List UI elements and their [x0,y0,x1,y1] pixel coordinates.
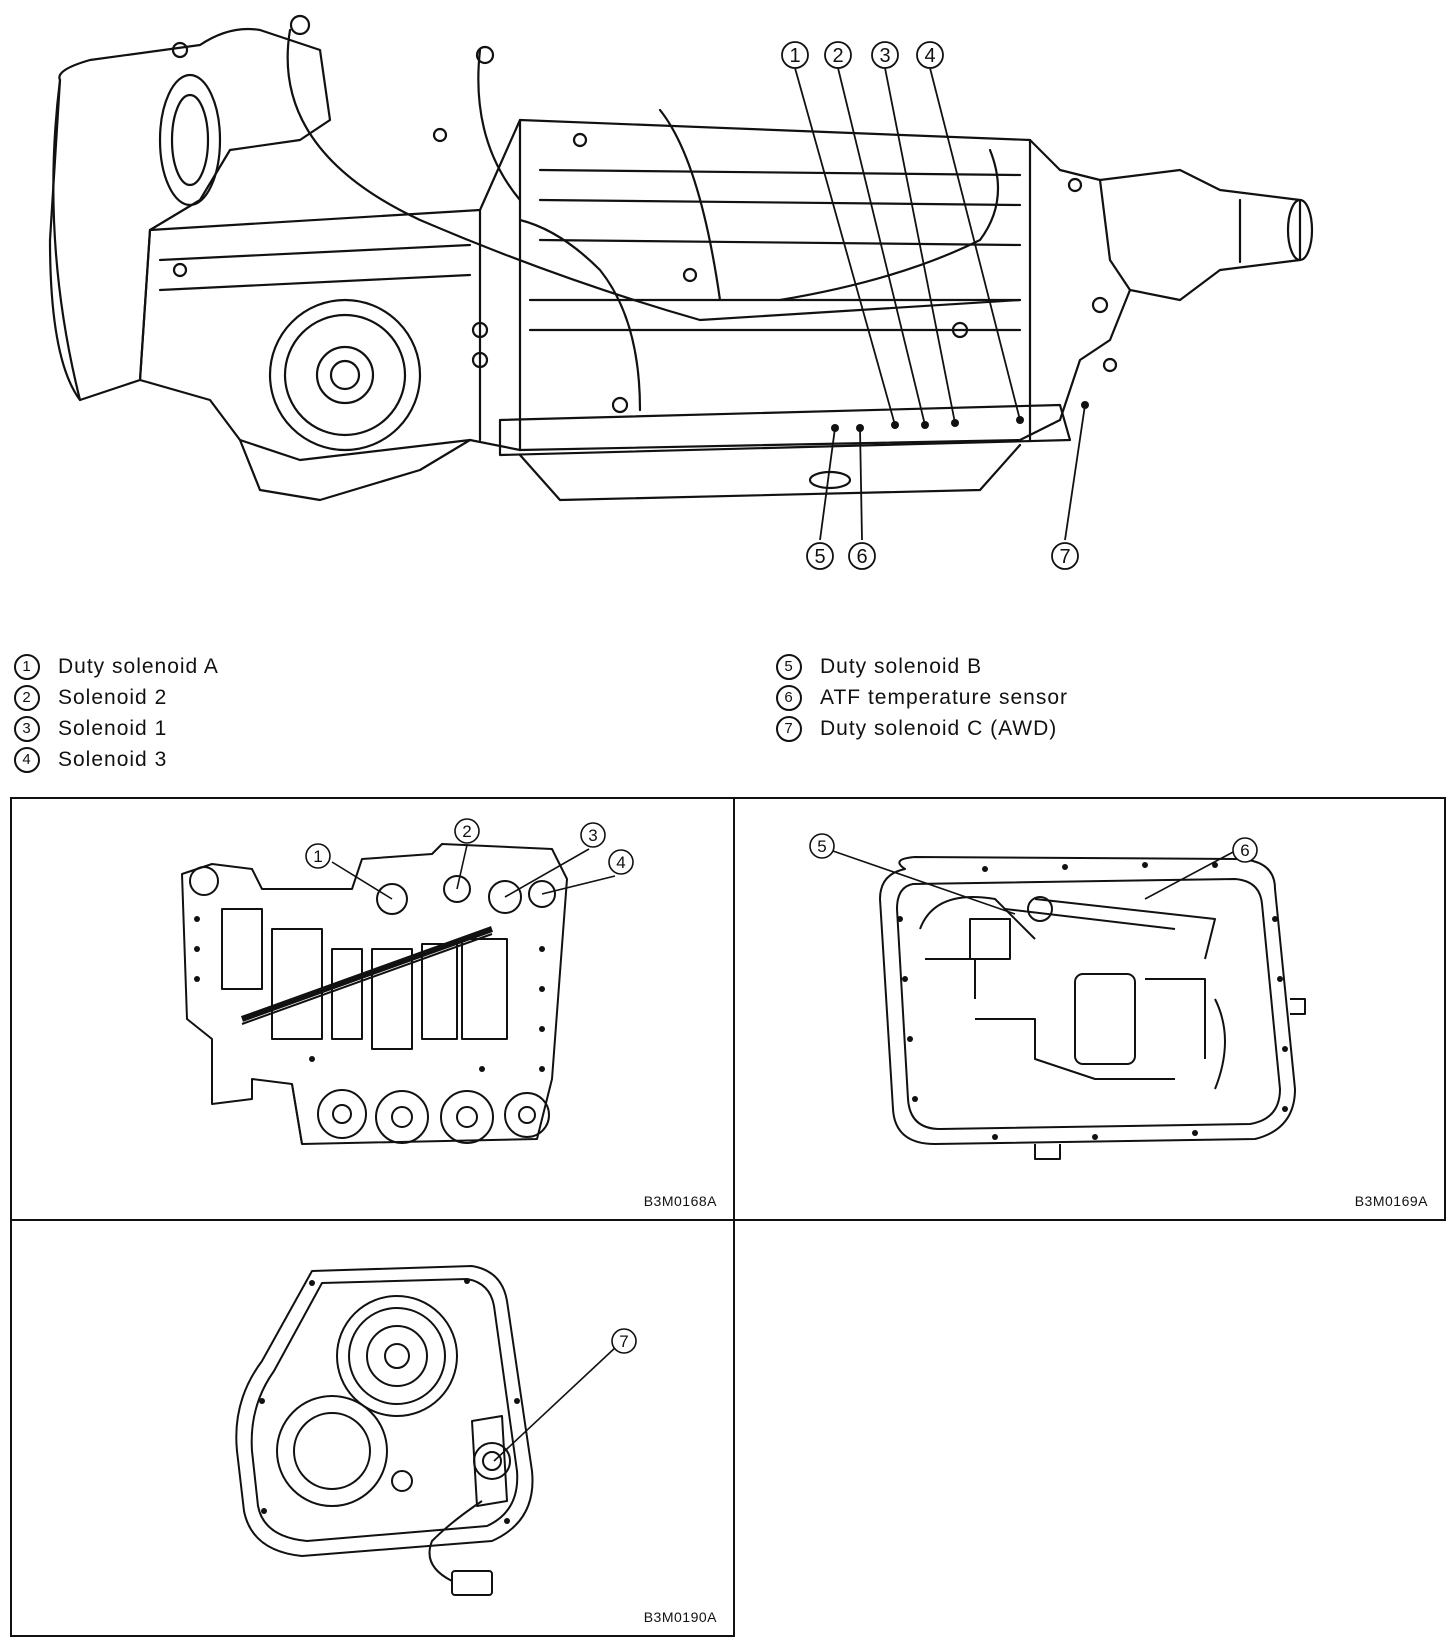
legend-item: 5 Duty solenoid B [776,651,1068,682]
callout-4: 4 [924,45,935,67]
legend-item: 2 Solenoid 2 [14,682,219,713]
figure-code: B3M0169A [1354,1193,1428,1209]
legend-number: 4 [14,746,40,773]
legend-number: 3 [14,715,40,742]
extension-case-panel: 7 B3M0190A [10,1219,735,1637]
transmission-assembly-drawing: 1 2 3 4 5 6 7 [48,14,1314,570]
legend-item: 3 Solenoid 1 [14,713,219,744]
legend-number: 2 [14,684,40,711]
svg-text:6: 6 [1240,841,1249,860]
legend-number: 1 [14,653,40,680]
legend-item: 7 Duty solenoid C (AWD) [776,713,1068,744]
svg-text:7: 7 [619,1332,628,1351]
callout-5: 5 [814,546,825,568]
svg-text:4: 4 [616,853,625,872]
figure-code: B3M0168A [643,1193,717,1209]
legend-item: 4 Solenoid 3 [14,744,219,775]
legend-number: 5 [776,653,802,680]
callout-1: 1 [789,45,800,67]
legend-label: Duty solenoid A [58,655,219,678]
callout-6: 6 [856,546,867,568]
svg-text:3: 3 [588,826,597,845]
svg-text:5: 5 [817,837,826,856]
valve-body-drawing: 1 2 34 [181,818,634,1145]
legend-label: ATF temperature sensor [820,686,1069,709]
svg-text:2: 2 [462,822,471,841]
callout-7: 7 [1059,546,1070,568]
legend-number: 6 [776,684,802,711]
legend-label: Solenoid 1 [58,717,168,740]
legend-label: Duty solenoid B [820,655,983,678]
legend-right: 5 Duty solenoid B 6 ATF temperature sens… [776,651,1068,744]
legend-label: Solenoid 3 [58,748,168,771]
extension-case-drawing: 7 [235,1265,637,1596]
legend-label: Duty solenoid C (AWD) [820,717,1058,740]
figure-code: B3M0190A [643,1609,717,1625]
legend-number: 7 [776,715,802,742]
svg-text:1: 1 [313,847,322,866]
legend-label: Solenoid 2 [58,686,168,709]
legend-item: 6 ATF temperature sensor [776,682,1068,713]
callout-2: 2 [832,45,843,67]
callout-3: 3 [879,45,890,67]
legend-item: 1 Duty solenoid A [14,651,219,682]
legend-left: 1 Duty solenoid A 2 Solenoid 2 3 Solenoi… [14,651,219,775]
